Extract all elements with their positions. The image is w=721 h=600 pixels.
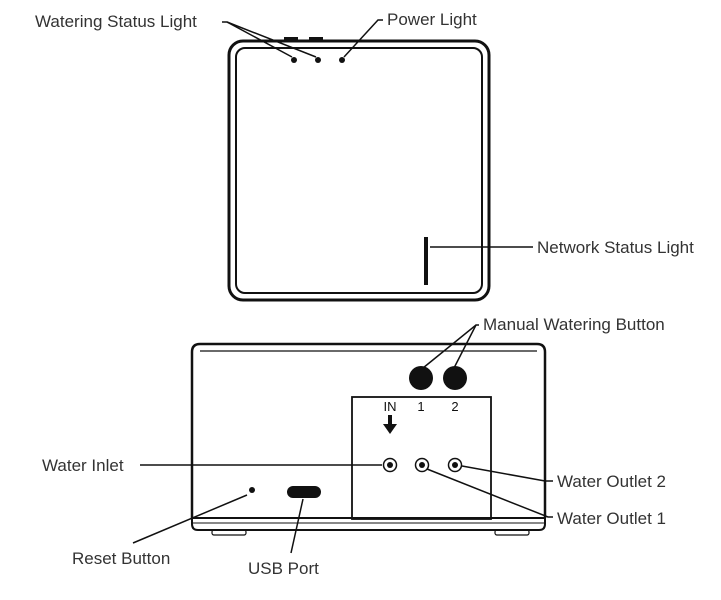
- water-outlet-2-port: [447, 457, 463, 473]
- network-status-light: [424, 237, 428, 285]
- water-outlet-1-leader: [426, 468, 553, 518]
- outlet-1-port-label: 1: [417, 399, 424, 414]
- watering-status-light-label: Watering Status Light: [35, 12, 197, 31]
- water-inlet-port: [382, 457, 398, 473]
- power-light-label: Power Light: [387, 10, 477, 29]
- top-view-inner-outline: [235, 47, 483, 294]
- top-view-tab-left: [284, 37, 298, 41]
- watering-status-light-leader-b: [226, 21, 317, 58]
- usb-port-label: USB Port: [248, 559, 319, 578]
- reset-button-leader: [132, 494, 248, 544]
- manual-watering-button-left[interactable]: [409, 366, 433, 390]
- power-light: [339, 57, 345, 63]
- usb-port: [287, 486, 321, 498]
- reset-button-label: Reset Button: [72, 549, 170, 568]
- watering-status-light-left: [291, 57, 297, 63]
- back-view-base: [191, 517, 546, 531]
- manual-watering-button-leader-a: [422, 324, 479, 369]
- manual-watering-button-right[interactable]: [443, 366, 467, 390]
- inlet-port-label: IN: [384, 399, 397, 414]
- usb-port-leader: [290, 498, 304, 554]
- power-light-leader: [343, 19, 383, 58]
- water-outlet-2-label: Water Outlet 2: [557, 472, 666, 491]
- manual-watering-button-label: Manual Watering Button: [483, 315, 665, 334]
- port-panel: [351, 396, 492, 520]
- water-inlet-label: Water Inlet: [42, 456, 124, 475]
- watering-status-light-right: [315, 57, 321, 63]
- water-outlet-1-label: Water Outlet 1: [557, 509, 666, 528]
- manual-watering-button-leader-b: [453, 324, 477, 369]
- outlet-2-port-label: 2: [451, 399, 458, 414]
- back-view-body: [190, 342, 547, 518]
- water-outlet-2-leader: [461, 465, 553, 482]
- foot-left: [211, 529, 247, 536]
- network-status-light-label: Network Status Light: [537, 238, 694, 257]
- inlet-arrow-icon: [383, 415, 397, 434]
- foot-right: [494, 529, 530, 536]
- top-view-outer-outline: [227, 39, 491, 302]
- device-top-view: [227, 37, 491, 302]
- device-back-view: [190, 342, 547, 536]
- top-view-tab-right: [309, 37, 323, 41]
- water-outlet-1-port: [414, 457, 430, 473]
- reset-button[interactable]: [249, 487, 255, 493]
